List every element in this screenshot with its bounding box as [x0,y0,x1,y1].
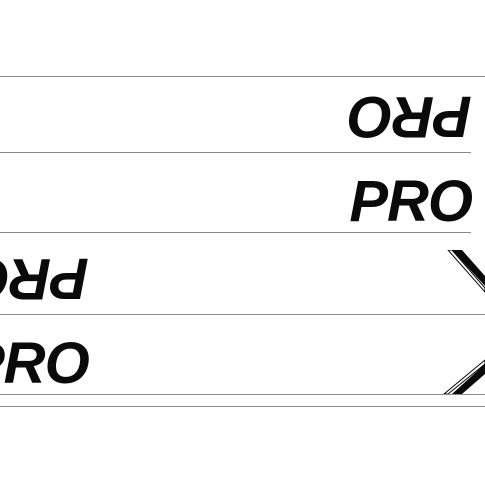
pro-logo: PRO [349,88,472,149]
decal-strip-2: PRO [0,168,472,232]
pro-logo: PRO [349,169,472,232]
decal-strip-1: PRO [0,88,472,152]
pro-logo: PRO [0,331,90,394]
stripe-graphic [447,250,485,293]
decal-strip-4: PRO [0,330,485,394]
stripe-graphic [443,359,485,394]
decal-strip-3: PRO [0,250,485,314]
